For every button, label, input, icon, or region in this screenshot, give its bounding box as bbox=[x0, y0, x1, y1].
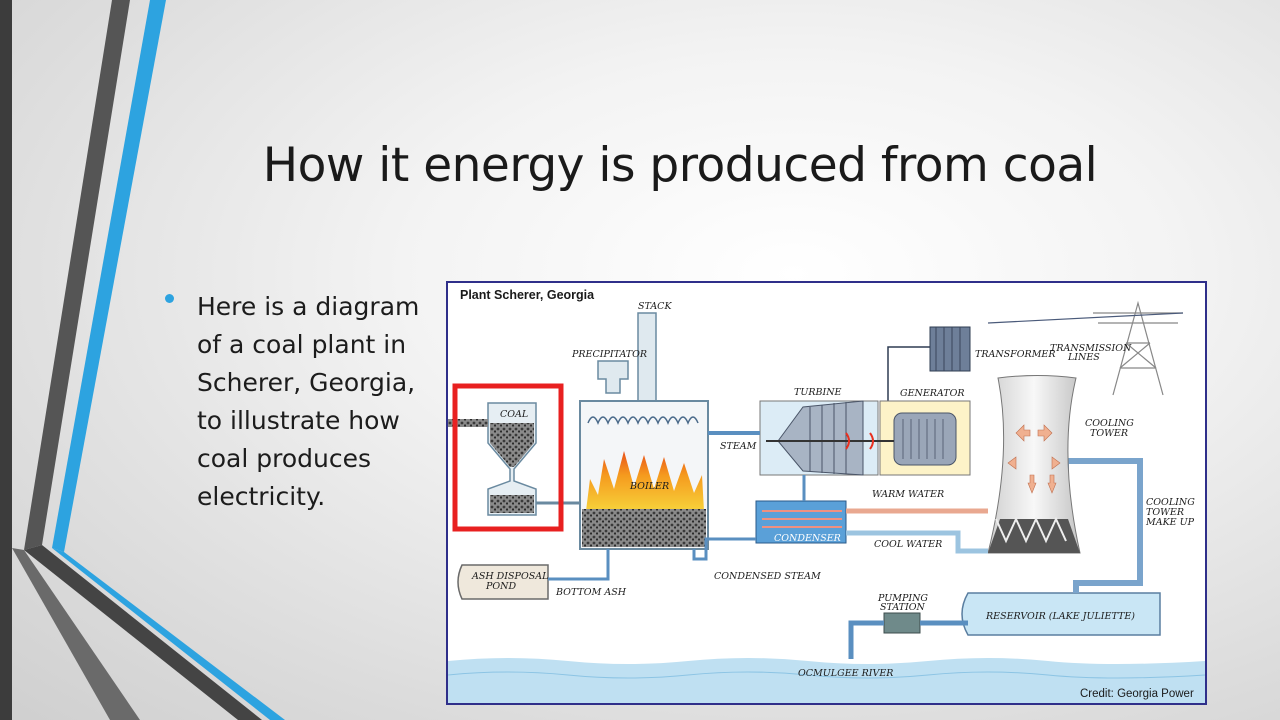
ash-disposal-pond bbox=[457, 564, 549, 600]
credit: Credit: Georgia Power bbox=[1080, 688, 1194, 700]
edge-stripe bbox=[0, 0, 12, 720]
blue-stripe bbox=[52, 0, 166, 552]
gray-stripe bbox=[24, 0, 130, 550]
label-generator: GENERATOR bbox=[900, 388, 965, 399]
transmission-tower bbox=[1093, 300, 1183, 396]
boiler-coal-bed bbox=[582, 509, 706, 547]
boiler-fire bbox=[586, 451, 704, 511]
label-bottom-ash: BOTTOM ASH bbox=[555, 587, 627, 598]
condensed-steam-pipe bbox=[692, 537, 756, 561]
label-transmission-1: TRANSMISSION bbox=[1050, 343, 1132, 354]
label-cooling-tower-1: COOLING bbox=[1085, 418, 1134, 429]
label-ash-pond-1: ASH DISPOSAL bbox=[471, 571, 548, 582]
makeup-pipe bbox=[1063, 458, 1143, 593]
label-ash-pond-2: POND bbox=[485, 581, 516, 592]
precipitator bbox=[597, 360, 629, 394]
cool-water-pipe bbox=[846, 530, 988, 554]
label-reservoir: RESERVOIR (LAKE JULIETTE) bbox=[985, 611, 1135, 622]
bullet-icon bbox=[165, 294, 174, 303]
cooling-arrows bbox=[1007, 424, 1061, 494]
label-stack: STACK bbox=[638, 301, 672, 312]
plant-title: Plant Scherer, Georgia bbox=[460, 288, 595, 302]
label-condensed-steam: CONDENSED STEAM bbox=[714, 571, 821, 582]
cooling-tower bbox=[987, 375, 1081, 554]
label-transmission-2: LINES bbox=[1067, 352, 1100, 363]
label-coal: COAL bbox=[500, 409, 528, 420]
label-turbine: TURBINE bbox=[794, 387, 842, 398]
blue-stripe-lower bbox=[52, 548, 285, 720]
slide-title: How it energy is produced from coal bbox=[262, 138, 1098, 193]
label-boiler: BOILER bbox=[629, 481, 669, 492]
bullet-text: Here is a diagram of a coal plant in Sch… bbox=[197, 292, 420, 511]
label-makeup-3: MAKE UP bbox=[1145, 517, 1195, 528]
label-pumping-1: PUMPING bbox=[877, 593, 928, 604]
label-precipitator: PRECIPITATOR bbox=[571, 349, 647, 360]
bottom-ash-pipe bbox=[548, 549, 610, 581]
gray-stripe-lower bbox=[24, 545, 262, 720]
label-cooling-tower-2: TOWER bbox=[1090, 428, 1128, 439]
condenser bbox=[755, 500, 847, 544]
transformer bbox=[929, 326, 971, 372]
coal-plant-diagram: Plant Scherer, Georgia OCMULGEE RIVER RE… bbox=[446, 281, 1207, 705]
pumping-station bbox=[883, 612, 921, 634]
generator bbox=[893, 412, 957, 466]
label-condenser: CONDENSER bbox=[774, 533, 841, 544]
label-river: OCMULGEE RIVER bbox=[798, 668, 893, 679]
label-cool-water: COOL WATER bbox=[874, 539, 942, 550]
gray-stripe-inner bbox=[12, 548, 140, 720]
label-warm-water: WARM WATER bbox=[872, 489, 944, 500]
river bbox=[448, 658, 1205, 703]
bullet-list: Here is a diagram of a coal plant in Sch… bbox=[165, 288, 430, 516]
label-steam: STEAM bbox=[720, 441, 757, 452]
pump-pipe bbox=[848, 620, 968, 659]
label-transformer: TRANSFORMER bbox=[975, 349, 1056, 360]
slide-decoration bbox=[0, 0, 285, 720]
label-makeup-2: TOWER bbox=[1146, 507, 1184, 518]
diagram-drawing: Plant Scherer, Georgia OCMULGEE RIVER RE… bbox=[448, 288, 1205, 703]
label-pumping-2: STATION bbox=[880, 602, 926, 613]
coal-highlight-box bbox=[452, 383, 564, 532]
boiler-tubes bbox=[587, 416, 699, 425]
turbine bbox=[777, 400, 864, 476]
label-makeup-1: COOLING bbox=[1146, 497, 1195, 508]
